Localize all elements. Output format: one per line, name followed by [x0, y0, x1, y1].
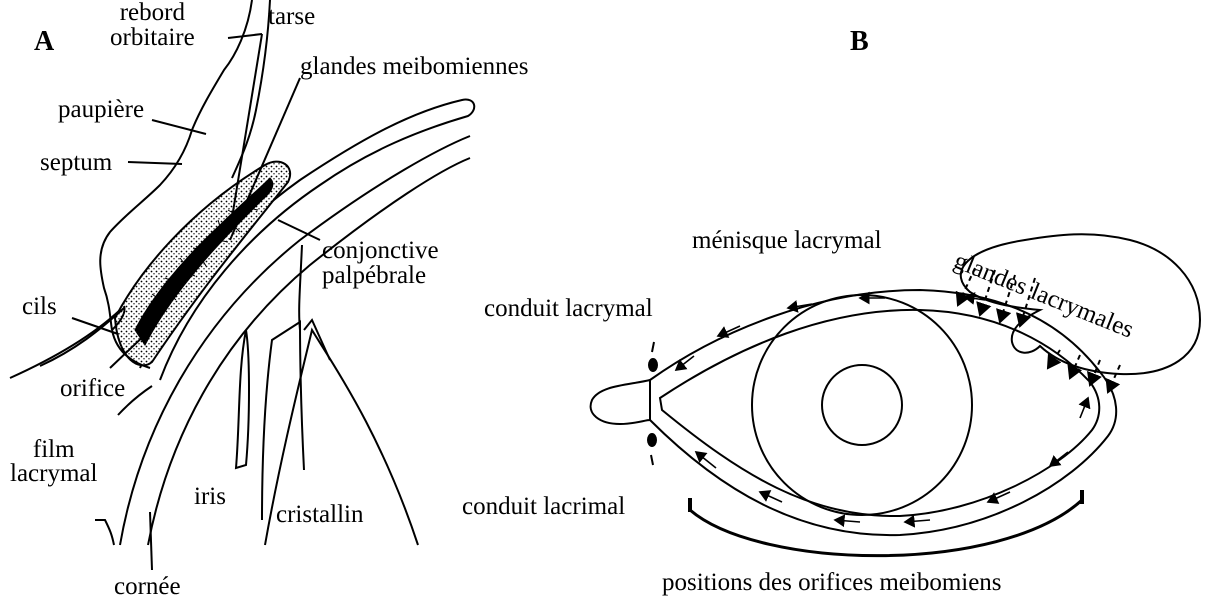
label-film-lacrymal: film lacrymal [10, 438, 97, 486]
label-iris: iris [194, 484, 226, 509]
label-paupiere: paupière [58, 97, 144, 122]
label-glandes-meibomiennes: glandes meibomiennes [300, 54, 528, 79]
cornea-pointer [150, 512, 152, 570]
label-conduit-lacrimal: conduit lacrimal [462, 494, 625, 519]
eyelid-inner-margin [232, 0, 270, 178]
ciliary-body [262, 322, 304, 520]
panel-a-letter: A [34, 26, 54, 58]
caruncle [591, 380, 650, 424]
label-positions-orifices: positions des orifices meibomiens [662, 570, 1002, 595]
label-cils: cils [22, 294, 57, 319]
pupil-circle [822, 365, 902, 445]
label-cornee: cornée [114, 574, 181, 599]
sclera-line [299, 245, 302, 330]
label-tarse: tarse [268, 4, 315, 29]
panel-b-drawing [591, 234, 1200, 555]
label-septum: septum [40, 150, 112, 175]
label-conjonctive-palpebrale: conjonctive palpébrale [322, 238, 439, 288]
meibomian-orifice-bracket [690, 500, 1082, 556]
eyelashes [10, 310, 120, 378]
eye-outer-outline [650, 290, 1116, 535]
label-conduit-lacrymal: conduit lacrymal [484, 296, 653, 321]
panel-b-letter: B [850, 26, 869, 58]
label-cristallin: cristallin [276, 502, 363, 527]
lower-punctum [648, 434, 656, 446]
leader-paupiere [152, 120, 206, 134]
leader-rebord [228, 34, 262, 38]
label-menisque-lacrymal: ménisque lacrymal [692, 228, 882, 253]
label-orifice: orifice [60, 376, 125, 401]
iris-shape [236, 330, 249, 468]
iris-circle [752, 295, 972, 515]
leader-septum [128, 162, 182, 164]
cornea-outer-arc [120, 136, 470, 545]
upper-punctum [649, 359, 657, 371]
label-rebord-orbitaire: rebord orbitaire [110, 0, 195, 50]
tear-meniscus-outline [660, 310, 1099, 516]
